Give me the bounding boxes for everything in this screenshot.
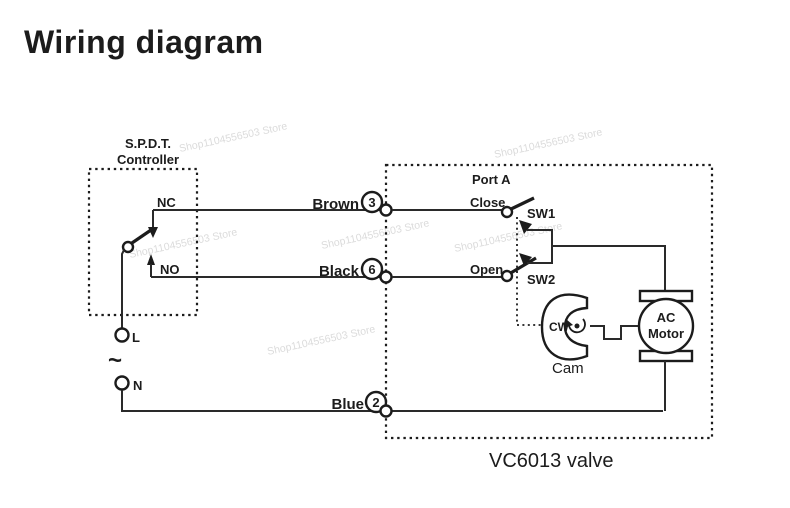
- blue-wire-label: Blue: [331, 396, 364, 413]
- nc-label: NC: [157, 195, 176, 210]
- cw-label: CW: [549, 320, 570, 334]
- sw2-contact-arrow-icon: [519, 253, 532, 266]
- black-terminal-number: 6: [368, 262, 375, 277]
- controller-label-line1: S.P.D.T.: [125, 136, 171, 151]
- cw-rotation-arrowhead-icon: [564, 319, 573, 328]
- spdt-switch-pivot: [121, 240, 135, 254]
- open-label: Open: [470, 262, 503, 277]
- black-wire-label: Black: [319, 263, 360, 280]
- sw2-lever: [508, 256, 537, 276]
- spdt-controller: S.P.D.T. Controller NC NO L ~ N: [87, 136, 663, 412]
- port-a-label: Port A: [472, 172, 511, 187]
- controller-label-line2: Controller: [117, 152, 179, 167]
- motor-label-line2: Motor: [648, 326, 684, 341]
- page-title: Wiring diagram: [24, 24, 264, 60]
- sw1-pivot: [500, 205, 514, 219]
- valve-assembly: VC6013 valve Port A Close Open SW1 SW2: [379, 163, 714, 472]
- valve-name: VC6013 valve: [489, 450, 614, 472]
- no-contact-arrow-icon: [147, 254, 155, 265]
- motor-feed-wire: [552, 245, 666, 291]
- valve-terminal-2: [379, 404, 393, 418]
- live-label: L: [132, 330, 140, 345]
- motor-body: [637, 297, 695, 355]
- neutral-terminal: [114, 375, 130, 391]
- watermark-text: Shop1104556503 Store: [178, 120, 288, 155]
- neutral-label: N: [133, 378, 142, 393]
- no-label: NO: [160, 262, 180, 277]
- motor-coupling: [590, 325, 639, 340]
- live-terminal: [114, 327, 130, 343]
- neutral-wire: [121, 390, 663, 412]
- sw1-label: SW1: [527, 206, 555, 221]
- brown-terminal-number: 3: [368, 195, 375, 210]
- sw1-lever: [508, 196, 535, 212]
- motor-label-line1: AC: [657, 310, 676, 325]
- sw1-contact-arrow-icon: [519, 220, 532, 234]
- spdt-switch-lever: [128, 228, 152, 247]
- controller-box: [87, 167, 199, 317]
- watermark-text: Shop1104556503 Store: [493, 126, 603, 161]
- black-terminal-number-circle: [360, 257, 384, 281]
- cw-rotation-icon: [574, 323, 580, 329]
- common-wire: [121, 249, 125, 328]
- interconnect-wires: Brown 3 Black 6 Blue 2: [151, 190, 388, 414]
- close-label: Close: [470, 195, 505, 210]
- valve-box: [384, 163, 714, 440]
- sw2-pivot: [500, 269, 514, 283]
- valve-terminal-6: [379, 270, 393, 284]
- blue-terminal-number: 2: [372, 395, 379, 410]
- brown-terminal-number-circle: [360, 190, 384, 214]
- ac-supply-symbol: ~: [108, 347, 122, 374]
- cw-rotation-arc-icon: [568, 318, 586, 334]
- cam-link-dashed: [516, 217, 541, 326]
- watermark-text: Shop1104556503 Store: [266, 323, 376, 358]
- watermarks: Shop1104556503 Store Shop1104556503 Stor…: [128, 120, 603, 358]
- watermark-text: Shop1104556503 Store: [453, 220, 563, 255]
- watermark-text: Shop1104556503 Store: [128, 226, 238, 261]
- brown-wire-label: Brown: [312, 196, 359, 213]
- valve-terminal-3: [379, 203, 393, 217]
- sw2-label: SW2: [527, 272, 555, 287]
- cam-label: Cam: [552, 360, 584, 377]
- watermark-text: Shop1104556503 Store: [320, 217, 430, 252]
